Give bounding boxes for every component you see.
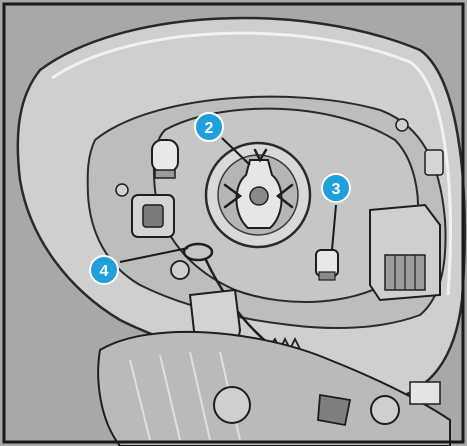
callout-label: 2 (205, 120, 214, 137)
lens-screw-right (371, 396, 399, 424)
adjuster-socket (143, 205, 163, 227)
bracket-pivot (171, 261, 189, 279)
bulb-base (250, 187, 268, 205)
lens-label-plate (410, 382, 440, 404)
parking-bulb (152, 140, 178, 172)
screw-left (116, 184, 128, 196)
callout-label: 3 (332, 181, 341, 198)
lens-screw (214, 387, 250, 423)
parking-bulb-base (155, 170, 175, 178)
callout-2: 2 (195, 113, 223, 141)
callout-3: 3 (322, 174, 350, 202)
callout-label: 4 (100, 263, 109, 280)
screw-top-right (396, 119, 408, 131)
top-right-tab (425, 150, 443, 175)
lens-clip (318, 395, 350, 425)
side-bulb-base (319, 272, 335, 280)
callout-4: 4 (90, 256, 118, 284)
